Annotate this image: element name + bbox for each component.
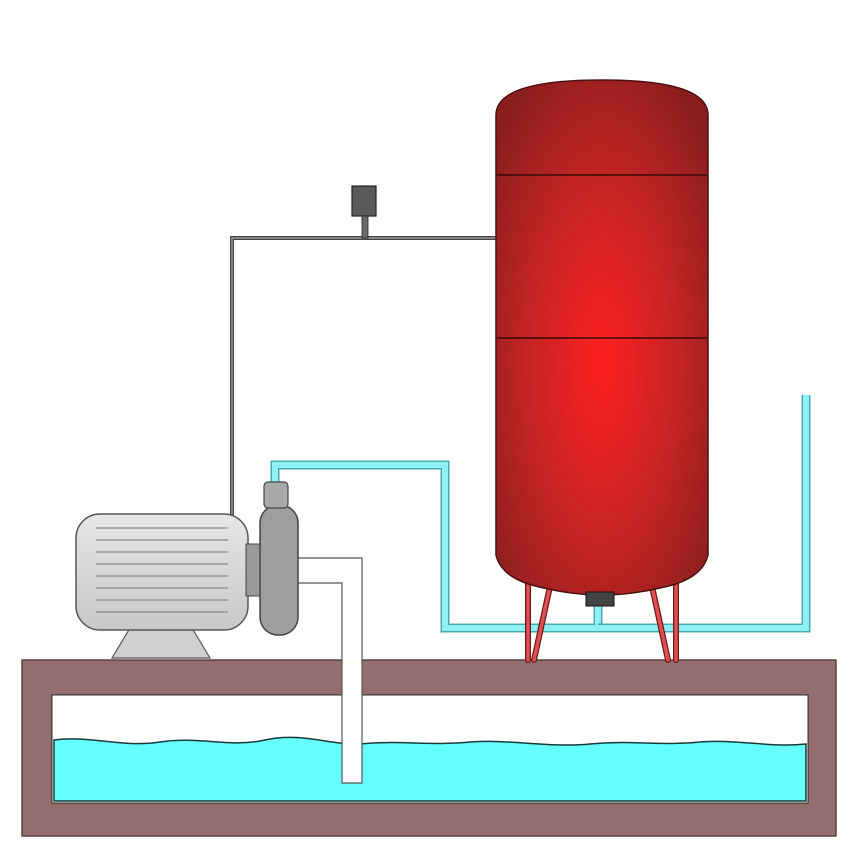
electric-motor <box>75 513 265 659</box>
water-body <box>53 736 807 802</box>
switch-icon <box>351 185 377 217</box>
delivery-pipes <box>270 395 811 633</box>
switch-stem <box>361 215 369 239</box>
motor-base <box>110 627 212 659</box>
control-wire-inner <box>231 237 500 515</box>
motor-cooling-fins <box>96 527 228 613</box>
pump-head <box>259 481 299 636</box>
pump-icon <box>259 504 299 636</box>
tank-outlet-fitting <box>585 591 615 607</box>
pump-top-fitting <box>263 481 289 509</box>
pressure-switch <box>351 185 377 239</box>
water-reservoir <box>21 659 837 837</box>
pressure-tank <box>495 79 709 607</box>
